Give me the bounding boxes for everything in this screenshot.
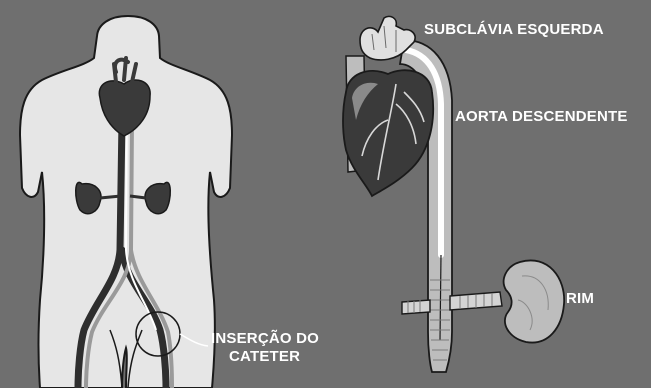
label-insercao-line1: INSERÇÃO DO	[211, 330, 319, 348]
torso-kidney-left	[76, 182, 101, 213]
label-insercao-line2: CATETER	[211, 348, 319, 366]
heart-aorta-figure	[343, 16, 564, 372]
label-insercao-cateter: INSERÇÃO DO CATETER	[211, 330, 319, 366]
label-rim: RIM	[566, 290, 594, 308]
torso-figure	[20, 16, 232, 388]
label-subclavia-esquerda: SUBCLÁVIA ESQUERDA	[424, 21, 604, 39]
kidney	[504, 260, 564, 342]
label-aorta-descendente: AORTA DESCENDENTE	[455, 108, 628, 126]
torso-kidney-right	[145, 182, 170, 213]
renal-branch-left	[402, 300, 430, 314]
